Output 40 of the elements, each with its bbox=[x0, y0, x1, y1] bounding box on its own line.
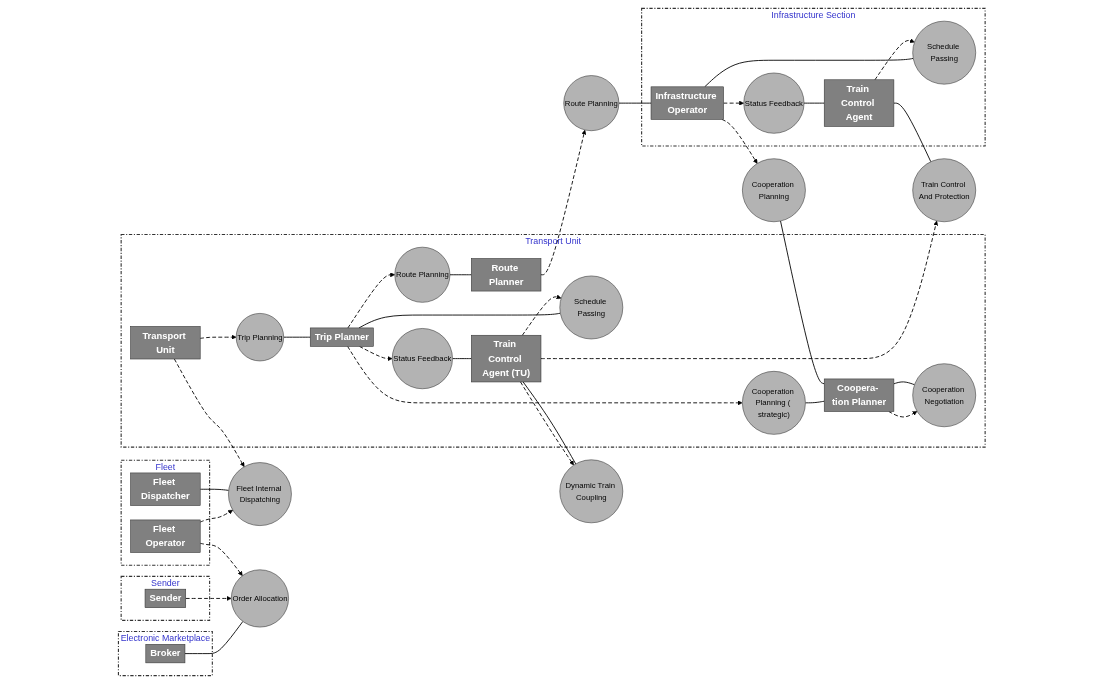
node-box bbox=[470, 258, 541, 292]
node-box bbox=[130, 472, 201, 506]
connector bbox=[449, 274, 472, 276]
cluster bbox=[120, 459, 210, 566]
node-circle bbox=[563, 75, 619, 131]
connector bbox=[451, 358, 472, 360]
node-circle bbox=[741, 371, 806, 435]
node-box bbox=[650, 86, 724, 120]
connector bbox=[199, 488, 229, 491]
node-box bbox=[309, 327, 374, 347]
node-circle bbox=[394, 246, 450, 303]
node-box bbox=[130, 519, 201, 553]
node-circle bbox=[391, 328, 453, 390]
node-box bbox=[145, 644, 185, 664]
node-circle bbox=[227, 462, 292, 526]
cluster bbox=[640, 7, 986, 147]
node-circle bbox=[741, 158, 806, 223]
connector bbox=[779, 220, 825, 385]
connector bbox=[618, 102, 652, 104]
connector bbox=[893, 381, 915, 386]
node-circle bbox=[912, 363, 976, 428]
node-box bbox=[823, 79, 894, 127]
node-circle bbox=[912, 20, 976, 85]
node-circle bbox=[912, 158, 976, 223]
node-circle bbox=[559, 275, 623, 340]
node-box bbox=[470, 334, 541, 383]
node-circle bbox=[559, 459, 623, 524]
node-box bbox=[130, 326, 201, 360]
cluster bbox=[120, 233, 986, 448]
node-box bbox=[823, 378, 894, 412]
connector bbox=[703, 58, 914, 88]
connector bbox=[184, 621, 243, 655]
node-circle bbox=[743, 72, 805, 134]
cluster bbox=[120, 575, 210, 621]
cluster bbox=[117, 630, 213, 677]
node-box bbox=[144, 588, 186, 608]
node-circle bbox=[235, 313, 284, 362]
connector bbox=[893, 102, 931, 163]
node-circle bbox=[230, 569, 289, 628]
connector bbox=[804, 400, 825, 404]
